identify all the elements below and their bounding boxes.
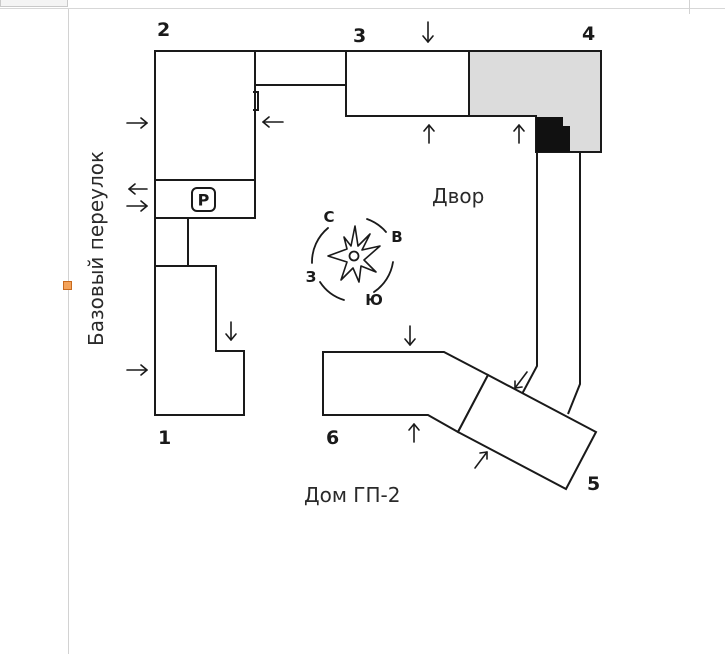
compass-rose: С В Ю З	[306, 208, 403, 309]
parking-letter: P	[198, 191, 210, 210]
arrow-right-icon	[126, 364, 148, 376]
wing-connector	[154, 217, 189, 267]
compass-east-label: В	[391, 228, 402, 246]
compass-west-label: З	[306, 268, 317, 286]
building-3	[345, 50, 470, 117]
building-5	[456, 373, 598, 491]
yard-label: Двор	[432, 184, 484, 208]
building-number-1: 1	[158, 427, 171, 449]
parking-icon	[191, 187, 216, 212]
arrow-down-icon	[404, 325, 416, 346]
building-number-2: 2	[157, 19, 170, 41]
corridor-right-edge	[567, 152, 581, 415]
parking-sign: P	[191, 187, 216, 212]
building-4-dark-block	[536, 117, 570, 152]
corridor-4-5	[521, 152, 581, 415]
arrow-up-icon	[513, 124, 525, 144]
top-rule	[0, 8, 725, 9]
compass-south-label: Ю	[365, 291, 383, 309]
object-anchor-handle[interactable]	[63, 281, 72, 290]
building-5-6	[322, 351, 598, 491]
building-4-shaded	[468, 50, 602, 153]
building-number-3: 3	[353, 25, 366, 47]
top-bar	[0, 0, 725, 9]
arrow-right-icon	[126, 200, 148, 212]
building-number-6: 6	[326, 427, 339, 449]
arrow-left-icon	[262, 116, 284, 128]
arrow-right-icon	[126, 117, 148, 129]
wing-1-lower	[154, 265, 245, 416]
left-margin-guide	[68, 9, 69, 654]
arrow-down-icon	[225, 321, 237, 341]
entrance-arrows	[126, 21, 528, 469]
building-1-2	[154, 50, 259, 416]
arrow-up-icon	[423, 124, 435, 144]
street-label: Базовый переулок	[84, 151, 108, 346]
compass-north-label: С	[323, 208, 334, 226]
building-number-5: 5	[587, 473, 600, 495]
building-number-4: 4	[582, 23, 595, 45]
corridor-left-edge	[521, 152, 538, 395]
page-tab[interactable]	[0, 0, 68, 7]
arrow-down-left-icon	[514, 371, 528, 389]
arrow-down-icon	[422, 21, 434, 43]
compass-ring	[311, 218, 394, 301]
compass-star-icon	[327, 225, 381, 283]
right-margin-guide	[689, 0, 690, 14]
wing-2-notch	[253, 91, 259, 111]
arrow-up-right-icon	[474, 451, 488, 469]
house-label: Дом ГП-2	[304, 483, 400, 507]
building-2-3-connector	[254, 50, 347, 86]
arrow-up-icon	[408, 423, 420, 443]
building-4	[468, 50, 602, 153]
arrow-left-icon	[128, 183, 148, 195]
